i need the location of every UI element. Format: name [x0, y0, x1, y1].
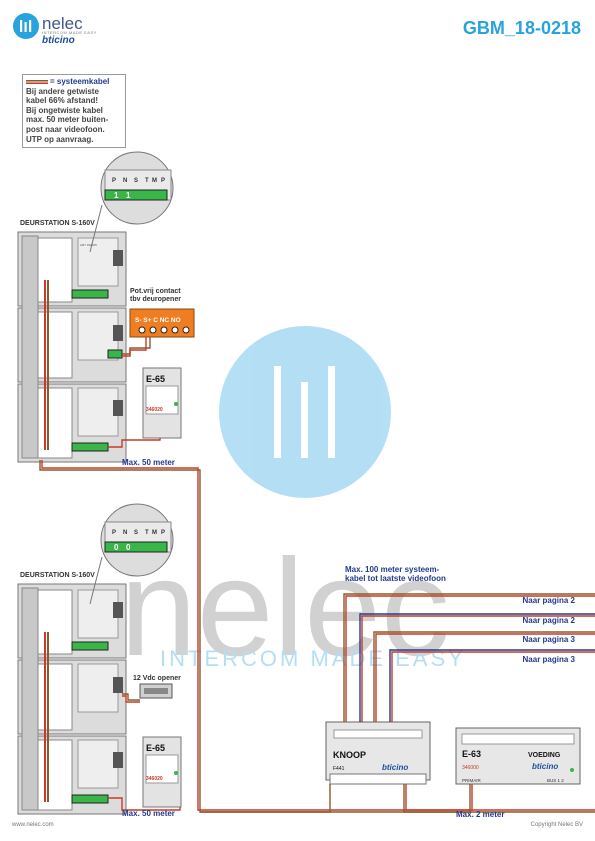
bottom-zoom-m: M: [152, 530, 157, 536]
knoop-label: KNOOP: [333, 750, 366, 760]
power-supply-e63: [455, 727, 581, 785]
note-line: kabel 66% afstand!: [26, 96, 99, 106]
power-supply-e65-bottom: [142, 736, 182, 808]
wiring-top: [39, 337, 595, 813]
system-cable-note-line: kabel tot laatste videofoon: [345, 574, 446, 583]
legend-label: = systeemkabel: [50, 77, 110, 86]
brand-logo: bticino: [42, 35, 75, 46]
page-link-1: Naar pagina 2: [522, 596, 575, 605]
document-code: GBM_18-0218: [462, 18, 581, 38]
top-zoom-t: T: [145, 178, 149, 184]
bottom-zoom-values: 0: [114, 543, 119, 552]
top-zoom-values-2: 1: [126, 191, 131, 200]
door-contact-relay: [129, 308, 195, 338]
bottom-zoom-values-2: 0: [126, 543, 131, 552]
knoop-code: F441: [333, 766, 345, 772]
top-zoom-p2: P: [161, 178, 165, 184]
psu-top-code: 346020: [146, 407, 163, 413]
terminal-zoom-top: [89, 151, 174, 253]
system-cable-legend-icon: [26, 79, 48, 84]
bottom-zoom-p2: P: [161, 530, 165, 536]
wiring-bottom: [108, 693, 181, 811]
top-zoom-m: M: [152, 178, 157, 184]
page-link-2: Naar pagina 2: [522, 616, 575, 625]
bottom-zoom-n: N: [123, 530, 127, 536]
supply-label: E-63: [462, 749, 481, 759]
terminal-zoom-bottom: [89, 503, 174, 605]
note-line: post naar videofoon.: [26, 124, 105, 134]
contact-title-line: Pot.vrij contact: [130, 288, 181, 295]
supply-code: 346000: [462, 765, 479, 771]
door-opener-12vdc: [139, 683, 173, 699]
supply-out: BUS 1 2: [547, 778, 564, 783]
knoop-brand: bticino: [382, 763, 408, 772]
note-line: max. 50 meter buiten-: [26, 115, 109, 125]
footer-website: www.nelec.com: [12, 822, 54, 828]
psu-bottom-code: 346020: [146, 776, 163, 782]
supply-primary: PRIMAIR: [462, 778, 482, 783]
page-link-4: Naar pagina 3: [522, 655, 575, 664]
opener-label: 12 Vdc opener: [133, 675, 181, 682]
note-line: Bij ongetwiste kabel: [26, 105, 103, 115]
system-cable-note-line: Max. 100 meter systeem-: [345, 565, 440, 574]
bottom-zoom-p: P: [112, 530, 116, 536]
distance-bottom: Max. 50 meter: [122, 809, 175, 818]
system-cable-note: Max. 100 meter systeem- kabel tot laatst…: [345, 565, 446, 583]
footer-copyright: Copyright Nelec BV: [530, 822, 583, 828]
contact-title: Pot.vrij contact tbv deuropener: [130, 288, 181, 304]
watermark: nelec INTERCOM MADE EASY: [120, 326, 463, 685]
supply-brand: bticino: [532, 762, 558, 771]
top-zoom-s: S: [134, 178, 138, 184]
contact-terminal-labels: S- S+ C NC NO: [135, 317, 181, 324]
note-line: Bij andere getwiste: [26, 86, 99, 96]
psu-bottom-label: E-65: [146, 743, 165, 753]
top-zoom-p: P: [112, 178, 116, 184]
logo-text: nelec: [42, 14, 83, 33]
logo-tagline: INTERCOM MADE EASY: [42, 30, 97, 35]
power-supply-e65-top: [142, 367, 182, 439]
supply-title: VOEDING: [528, 752, 561, 759]
contact-title-line: tbv deuropener: [130, 296, 181, 303]
system-cables: [200, 593, 595, 813]
cable-note: = systeemkabel Bij andere getwiste kabel…: [22, 74, 126, 148]
station-bottom-title: DEURSTATION S-160V: [20, 572, 95, 579]
psu-top-label: E-65: [146, 374, 165, 384]
bottom-zoom-s: S: [134, 530, 138, 536]
station-top-title: DEURSTATION S-160V: [20, 220, 95, 227]
distance-top: Max. 50 meter: [122, 458, 175, 467]
nelec-logo-icon: [13, 13, 39, 39]
note-line: UTP op aanvraag.: [26, 134, 94, 144]
bottom-zoom-t: T: [145, 530, 149, 536]
door-station-bottom: [17, 583, 127, 815]
door-station-top: [17, 231, 127, 463]
top-zoom-values: 1: [114, 191, 119, 200]
node-f441: [325, 721, 431, 785]
page-link-3: Naar pagina 3: [522, 635, 575, 644]
top-zoom-n: N: [123, 178, 127, 184]
watermark-word: nelec: [120, 531, 450, 685]
module-code: ART 332045: [80, 243, 97, 247]
supply-distance: Max. 2 meter: [456, 810, 505, 819]
